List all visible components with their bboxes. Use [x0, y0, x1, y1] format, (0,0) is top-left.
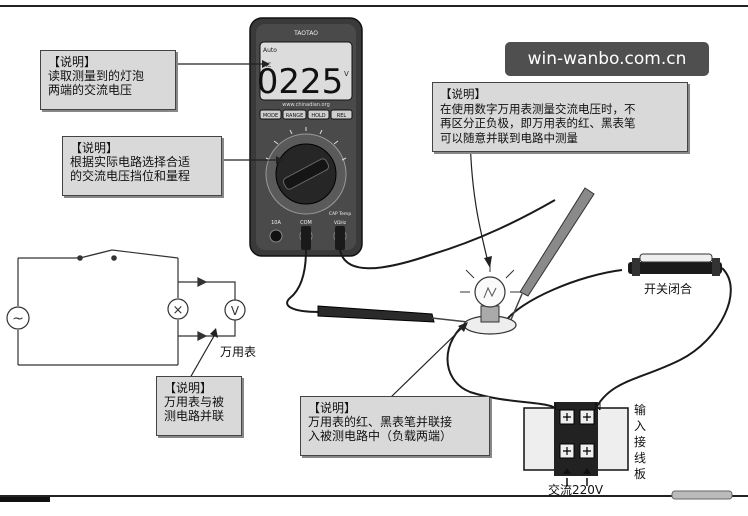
lamp	[460, 262, 520, 334]
lcd-unit: V	[344, 70, 349, 78]
lamp-to-switch-wire	[505, 270, 622, 322]
switch-base	[628, 262, 722, 274]
jack-10a[interactable]	[270, 230, 282, 242]
switch-left-post	[632, 258, 640, 276]
v-plug	[335, 226, 345, 250]
switch-right-post	[712, 258, 720, 276]
black-probe-lead	[287, 250, 320, 312]
lcd-auto: Auto	[263, 47, 277, 54]
black-probe	[318, 306, 468, 322]
lamp-base	[481, 306, 499, 322]
range-button-label: RANGE	[286, 113, 303, 119]
hold-button-label: HOLD	[311, 113, 325, 119]
svg-text:板: 板	[634, 467, 646, 481]
bottom-right-mark	[672, 491, 732, 499]
note-read-voltage: 【说明】 读取测量到的灯泡 两端的交流电压	[40, 50, 176, 110]
svg-text:线: 线	[634, 451, 646, 465]
terminal-board	[524, 402, 628, 486]
note-select-range: 【说明】 根据实际电路选择合适 的交流电压挡位和量程	[62, 136, 222, 196]
knife-switch	[628, 254, 722, 276]
multimeter: TAOTAO Auto AC 0225 V www.chinadian.org …	[250, 18, 362, 256]
switch-lever[interactable]	[640, 254, 712, 262]
jack-10a-label: 10A	[271, 220, 281, 226]
com-plug	[301, 226, 311, 250]
lcd-reading: 0225	[257, 62, 344, 102]
svg-text:输: 输	[634, 402, 646, 417]
note-no-polarity: 【说明】 在使用数字万用表测量交流电压时，不 再区分正负极，即万用表的红、黑表笔…	[432, 82, 688, 152]
lamp-symbol-glyph: ×	[173, 303, 184, 318]
svg-text:入: 入	[634, 419, 646, 433]
mode-button-label: MODE	[263, 113, 278, 119]
bottom-frame-bar	[0, 497, 50, 502]
switch-blade	[80, 250, 112, 258]
red-probe	[510, 188, 594, 322]
meter-brand: TAOTAO	[293, 30, 318, 37]
circuit-schematic	[18, 250, 235, 365]
input-terminal-label: 输 入 接 线 板	[634, 402, 646, 481]
jack-v-label: VΩHz	[334, 220, 347, 226]
red-probe-lead	[340, 200, 555, 268]
terminal-l-label: L	[554, 402, 560, 413]
jack-com-label: COM	[300, 220, 312, 226]
ac-source-glyph: ~	[12, 311, 24, 327]
rel-button-label: REL	[337, 113, 347, 119]
watermark: win-wanbo.com.cn	[505, 42, 709, 76]
ac-220-label: 交流220V	[548, 482, 604, 497]
meter-website: www.chinadian.org	[282, 102, 330, 108]
jack-cap-label: CAP Temp	[329, 211, 352, 217]
note-parallel-meter: 【说明】 万用表与被 测电路并联	[156, 376, 242, 436]
svg-text:接: 接	[634, 434, 646, 449]
multimeter-label: 万用表	[220, 345, 256, 359]
note-probes-parallel: 【说明】 万用表的红、黑表笔并联接 入被测电路中（负载两端）	[300, 396, 490, 456]
voltmeter-symbol-glyph: V	[231, 304, 240, 318]
switch-closed-label: 开关闭合	[644, 281, 692, 296]
terminal-n-label: N	[594, 402, 601, 413]
